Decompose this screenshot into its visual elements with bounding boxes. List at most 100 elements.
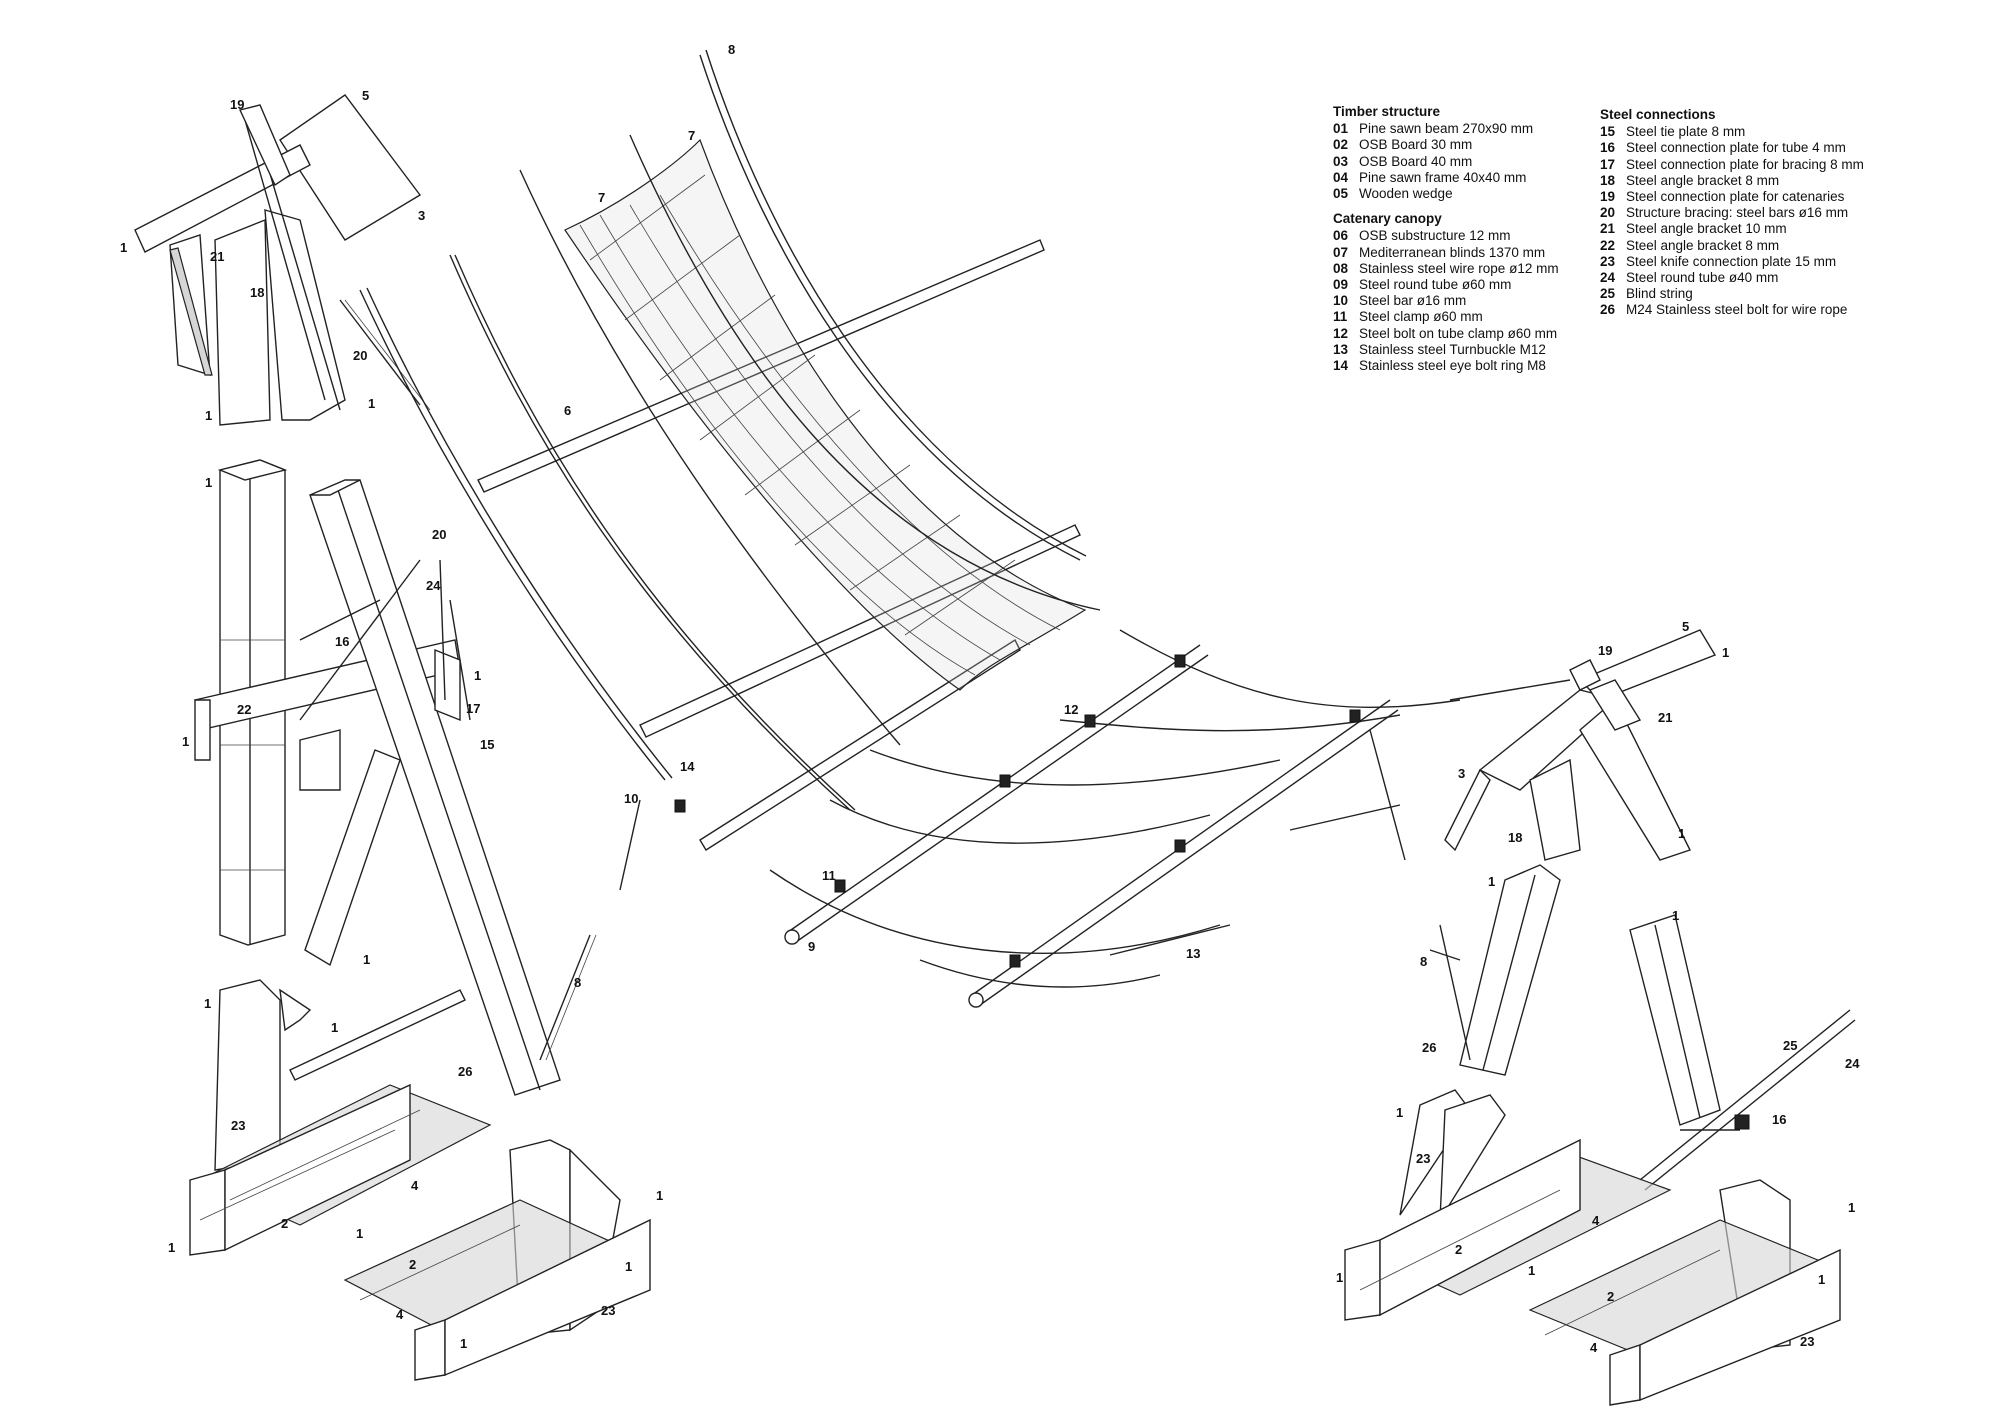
callout-1: 1 <box>1396 1105 1403 1120</box>
callout-9: 9 <box>808 939 815 954</box>
callout-11: 11 <box>822 868 836 883</box>
callout-7: 7 <box>688 128 695 143</box>
callout-1: 1 <box>1818 1272 1825 1287</box>
legend-steel-title: Steel connections <box>1600 107 1716 122</box>
left-bases <box>189 979 651 1381</box>
right-legs <box>1429 864 1856 1191</box>
callout-1: 1 <box>205 408 212 423</box>
callout-1: 1 <box>363 952 370 967</box>
callout-1: 1 <box>656 1188 663 1203</box>
callout-8: 8 <box>728 42 735 57</box>
callout-19: 19 <box>1598 643 1612 658</box>
callout-12: 12 <box>1064 702 1078 717</box>
callout-1: 1 <box>168 1240 175 1255</box>
callout-4: 4 <box>396 1307 404 1322</box>
callout-labels: 8 5 19 7 7 3 1 21 18 20 1 1 6 1 20 24 16… <box>120 42 1860 1355</box>
callout-20: 20 <box>353 348 367 363</box>
callout-8: 8 <box>574 975 581 990</box>
callout-1: 1 <box>1528 1263 1535 1278</box>
legend-canopy-title: Catenary canopy <box>1333 211 1442 227</box>
callout-23: 23 <box>601 1303 615 1318</box>
callout-18: 18 <box>1508 830 1522 845</box>
callout-8: 8 <box>1420 954 1427 969</box>
blinds-panel <box>564 138 1087 691</box>
callout-6: 6 <box>564 403 571 418</box>
callout-4: 4 <box>1592 1213 1600 1228</box>
callout-1: 1 <box>1722 645 1729 660</box>
callout-26: 26 <box>1422 1040 1436 1055</box>
callout-1: 1 <box>625 1259 632 1274</box>
callout-23: 23 <box>1800 1334 1814 1349</box>
callout-14: 14 <box>680 759 695 774</box>
callout-1: 1 <box>356 1226 363 1241</box>
callout-2: 2 <box>1607 1289 1614 1304</box>
legend-timber-title: Timber structure <box>1333 104 1441 119</box>
callout-24: 24 <box>426 578 441 593</box>
callout-1: 1 <box>1672 908 1679 923</box>
callout-1: 1 <box>474 668 481 683</box>
callout-3: 3 <box>418 208 425 223</box>
callout-13: 13 <box>1186 946 1200 961</box>
callout-22: 22 <box>237 702 251 717</box>
callout-2: 2 <box>1455 1242 1462 1257</box>
right-cap-assembly <box>1444 629 1717 861</box>
callout-1: 1 <box>368 396 375 411</box>
callout-1: 1 <box>1678 826 1685 841</box>
callout-5: 5 <box>362 88 369 103</box>
callout-10: 10 <box>624 791 638 806</box>
callout-18: 18 <box>250 285 264 300</box>
callout-1: 1 <box>120 240 127 255</box>
callout-19: 19 <box>230 97 244 112</box>
callout-1: 1 <box>1488 874 1495 889</box>
callout-1: 1 <box>331 1020 338 1035</box>
callout-20: 20 <box>432 527 446 542</box>
callout-1: 1 <box>204 996 211 1011</box>
top-left-cap-assembly <box>134 94 431 426</box>
callout-24: 24 <box>1845 1056 1860 1071</box>
callout-23: 23 <box>231 1118 245 1133</box>
callout-4: 4 <box>1590 1340 1598 1355</box>
callout-1: 1 <box>1848 1200 1855 1215</box>
callout-16: 16 <box>335 634 349 649</box>
callout-25: 25 <box>1783 1038 1797 1053</box>
callout-21: 21 <box>210 249 224 264</box>
callout-15: 15 <box>480 737 494 752</box>
left-main-frame <box>194 459 597 1096</box>
callout-23: 23 <box>1416 1151 1430 1166</box>
callout-2: 2 <box>409 1257 416 1272</box>
callout-26: 26 <box>458 1064 472 1079</box>
callout-16: 16 <box>1772 1112 1786 1127</box>
callout-21: 21 <box>1658 710 1672 725</box>
right-bases <box>1344 1089 1841 1406</box>
callout-1: 1 <box>1336 1270 1343 1285</box>
callout-1: 1 <box>182 734 189 749</box>
